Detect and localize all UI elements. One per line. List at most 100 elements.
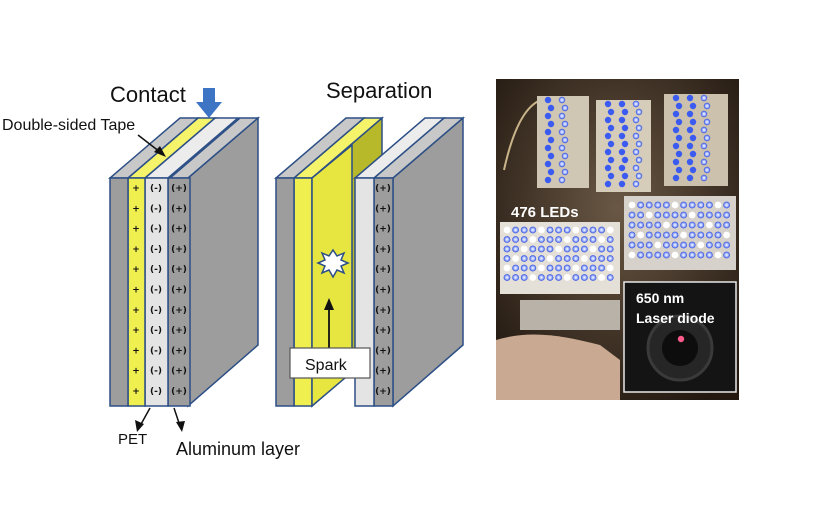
led-dot	[689, 222, 696, 229]
led-dot	[521, 265, 528, 272]
pet-charge: +	[132, 367, 140, 377]
led-dot	[672, 252, 679, 259]
led-dot	[697, 242, 704, 249]
led-dot	[562, 105, 568, 111]
led-dot	[598, 274, 605, 281]
aluminum-negative-charge: (-)	[150, 265, 162, 275]
led-dot	[646, 202, 653, 209]
led-dot	[673, 143, 679, 149]
led-dot	[608, 109, 614, 115]
led-dot	[706, 242, 713, 249]
pet-charge: +	[132, 306, 140, 316]
led-dot	[590, 274, 597, 281]
led-dot	[547, 265, 554, 272]
led-dot	[680, 252, 687, 259]
led-dot	[697, 202, 704, 209]
led-dot	[672, 202, 679, 209]
led-dot	[608, 141, 614, 147]
led-dot	[559, 129, 565, 135]
sep-positive-charge: (+)	[375, 265, 391, 275]
laser-lens-inner	[662, 330, 698, 366]
led-count-label: 476 LEDs	[511, 204, 579, 221]
led-dot	[673, 127, 679, 133]
aluminum-negative-charge: (-)	[150, 286, 162, 296]
led-dot	[637, 242, 644, 249]
led-dot	[590, 227, 597, 234]
led-dot	[581, 265, 588, 272]
aluminum-negative-charge: (-)	[150, 387, 162, 397]
led-dot	[633, 133, 639, 139]
led-dot	[545, 113, 551, 119]
led-dot	[598, 246, 605, 253]
led-dot	[673, 111, 679, 117]
led-dot	[633, 101, 639, 107]
led-dot	[680, 232, 687, 239]
led-dot	[637, 212, 644, 219]
led-dot	[689, 202, 696, 209]
led-dot	[538, 236, 545, 243]
led-dot	[555, 255, 562, 262]
spark-label: Spark	[305, 357, 348, 374]
led-dot	[545, 145, 551, 151]
led-dot	[548, 137, 554, 143]
led-dot	[605, 117, 611, 123]
led-dot	[564, 246, 571, 253]
contact-title: Contact	[110, 82, 186, 107]
led-dot	[581, 274, 588, 281]
slab-positive-charge: (+)	[171, 367, 187, 377]
led-dot	[559, 145, 565, 151]
pet-charge: +	[132, 204, 140, 214]
led-dot	[654, 242, 661, 249]
led-photo: 650 nm Laser diode 476 LEDs	[496, 79, 739, 400]
led-dot	[715, 212, 722, 219]
led-dot	[663, 222, 670, 229]
led-dot	[636, 125, 642, 131]
led-dot	[605, 133, 611, 139]
aluminum-negative-charge: (-)	[150, 184, 162, 194]
led-dot	[548, 153, 554, 159]
led-dot	[704, 103, 710, 109]
slab-positive-charge: (+)	[171, 265, 187, 275]
led-dot	[687, 95, 693, 101]
led-dot	[687, 159, 693, 165]
led-dot	[572, 255, 579, 262]
contact-device: +(-)(+)+(-)(+)+(-)(+)+(-)(+)+(-)(+)+(-)(…	[110, 118, 258, 406]
led-dot	[689, 212, 696, 219]
led-dot	[690, 119, 696, 125]
led-dot	[619, 149, 625, 155]
led-dot	[687, 127, 693, 133]
led-dot	[605, 165, 611, 171]
led-dot	[673, 159, 679, 165]
led-dot	[619, 133, 625, 139]
led-dot	[704, 167, 710, 173]
led-dot	[538, 227, 545, 234]
led-dot	[687, 143, 693, 149]
led-dot	[581, 227, 588, 234]
led-dot	[504, 265, 511, 272]
led-dot	[598, 255, 605, 262]
led-dot	[654, 212, 661, 219]
led-dot	[605, 101, 611, 107]
led-dot	[521, 274, 528, 281]
led-dot	[545, 177, 551, 183]
led-dot	[504, 246, 511, 253]
pet-charge: +	[132, 286, 140, 296]
spark-burst-icon	[318, 250, 348, 277]
pet-charge: +	[132, 245, 140, 255]
led-dot	[622, 109, 628, 115]
led-dot	[547, 255, 554, 262]
led-dot	[555, 236, 562, 243]
led-dot	[512, 227, 519, 234]
led-dot	[559, 97, 565, 103]
led-dot	[548, 169, 554, 175]
led-dot	[545, 129, 551, 135]
led-dot	[663, 242, 670, 249]
led-dot	[723, 212, 730, 219]
led-dot	[521, 255, 528, 262]
led-dot	[701, 95, 707, 101]
led-dot	[538, 255, 545, 262]
led-dot	[715, 202, 722, 209]
led-dot	[723, 202, 730, 209]
laser-dot	[678, 336, 684, 342]
led-dot	[562, 121, 568, 127]
